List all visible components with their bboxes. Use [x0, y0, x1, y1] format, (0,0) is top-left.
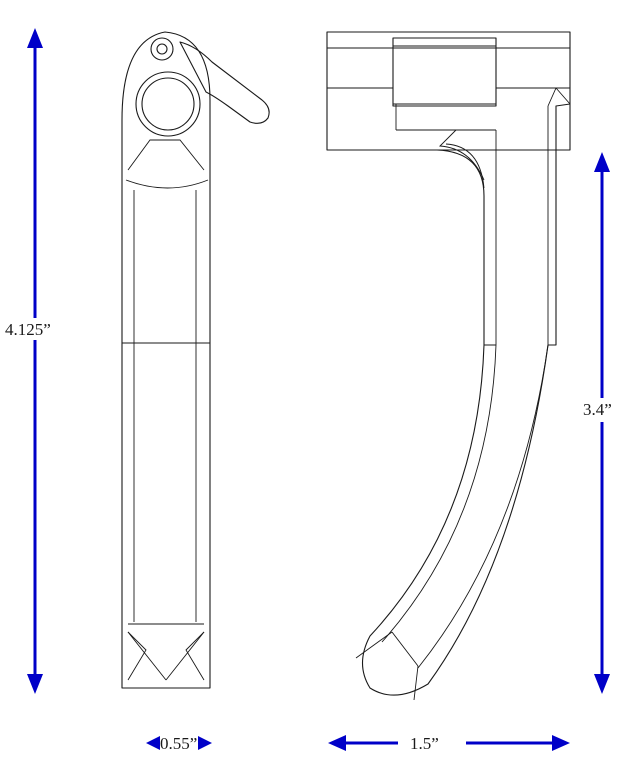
side-view-bore-outer — [135, 71, 201, 137]
dim-overall-height-arrow-top — [27, 28, 43, 48]
front-view-backplate — [326, 31, 571, 151]
side-view-bottom-x — [127, 631, 205, 681]
side-view-lever-arm — [179, 41, 270, 124]
dim-overall-height-label: 4.125” — [5, 320, 51, 339]
side-view-handle — [121, 31, 270, 689]
side-view-bottom-inner-x — [127, 631, 205, 681]
front-view-tip-facets — [355, 631, 419, 701]
dim-side-width-label: 0.55” — [160, 734, 197, 753]
dim-side-width-arrow-right — [198, 736, 212, 750]
side-view-head-outline — [121, 31, 211, 189]
side-view-neck-facets — [127, 139, 205, 171]
dimension-front-width: 1.5” — [328, 734, 570, 753]
dim-front-width-arrow-right — [552, 735, 570, 751]
dimension-handle-length: 3.4” — [580, 152, 630, 694]
dim-overall-height-label-bg — [2, 318, 68, 340]
dim-handle-length-arrow-top — [594, 152, 610, 172]
dimension-overall-height: 4.125” — [2, 28, 68, 694]
dim-overall-height-arrow-bottom — [27, 674, 43, 694]
side-view-body-outer — [121, 187, 211, 689]
dim-front-width-arrow-left — [328, 735, 346, 751]
dim-handle-length-label: 3.4” — [583, 400, 612, 419]
dim-handle-length-arrow-bottom — [594, 674, 610, 694]
front-view-shoulder-chamfer — [547, 87, 571, 107]
dim-handle-length-label-bg — [580, 398, 630, 422]
side-view-neck-bottom-arc — [125, 179, 209, 189]
front-view-neck-curve — [445, 143, 485, 189]
side-view-screw-inner — [156, 43, 168, 55]
dim-side-width-arrow-left — [146, 736, 160, 750]
front-view-center-boss — [392, 37, 497, 107]
dim-front-width-label: 1.5” — [410, 734, 439, 753]
front-view-neck-fillet — [438, 129, 485, 181]
dimension-side-width: 0.55” — [146, 734, 212, 753]
side-view-screw-outer — [150, 37, 174, 61]
front-view-lever-outer-curve — [417, 344, 549, 669]
side-view-bore-inner — [141, 77, 195, 131]
front-view-lever-outline — [361, 103, 571, 696]
front-view-handle — [326, 31, 571, 701]
front-view-lever-inner-curve — [381, 344, 497, 643]
